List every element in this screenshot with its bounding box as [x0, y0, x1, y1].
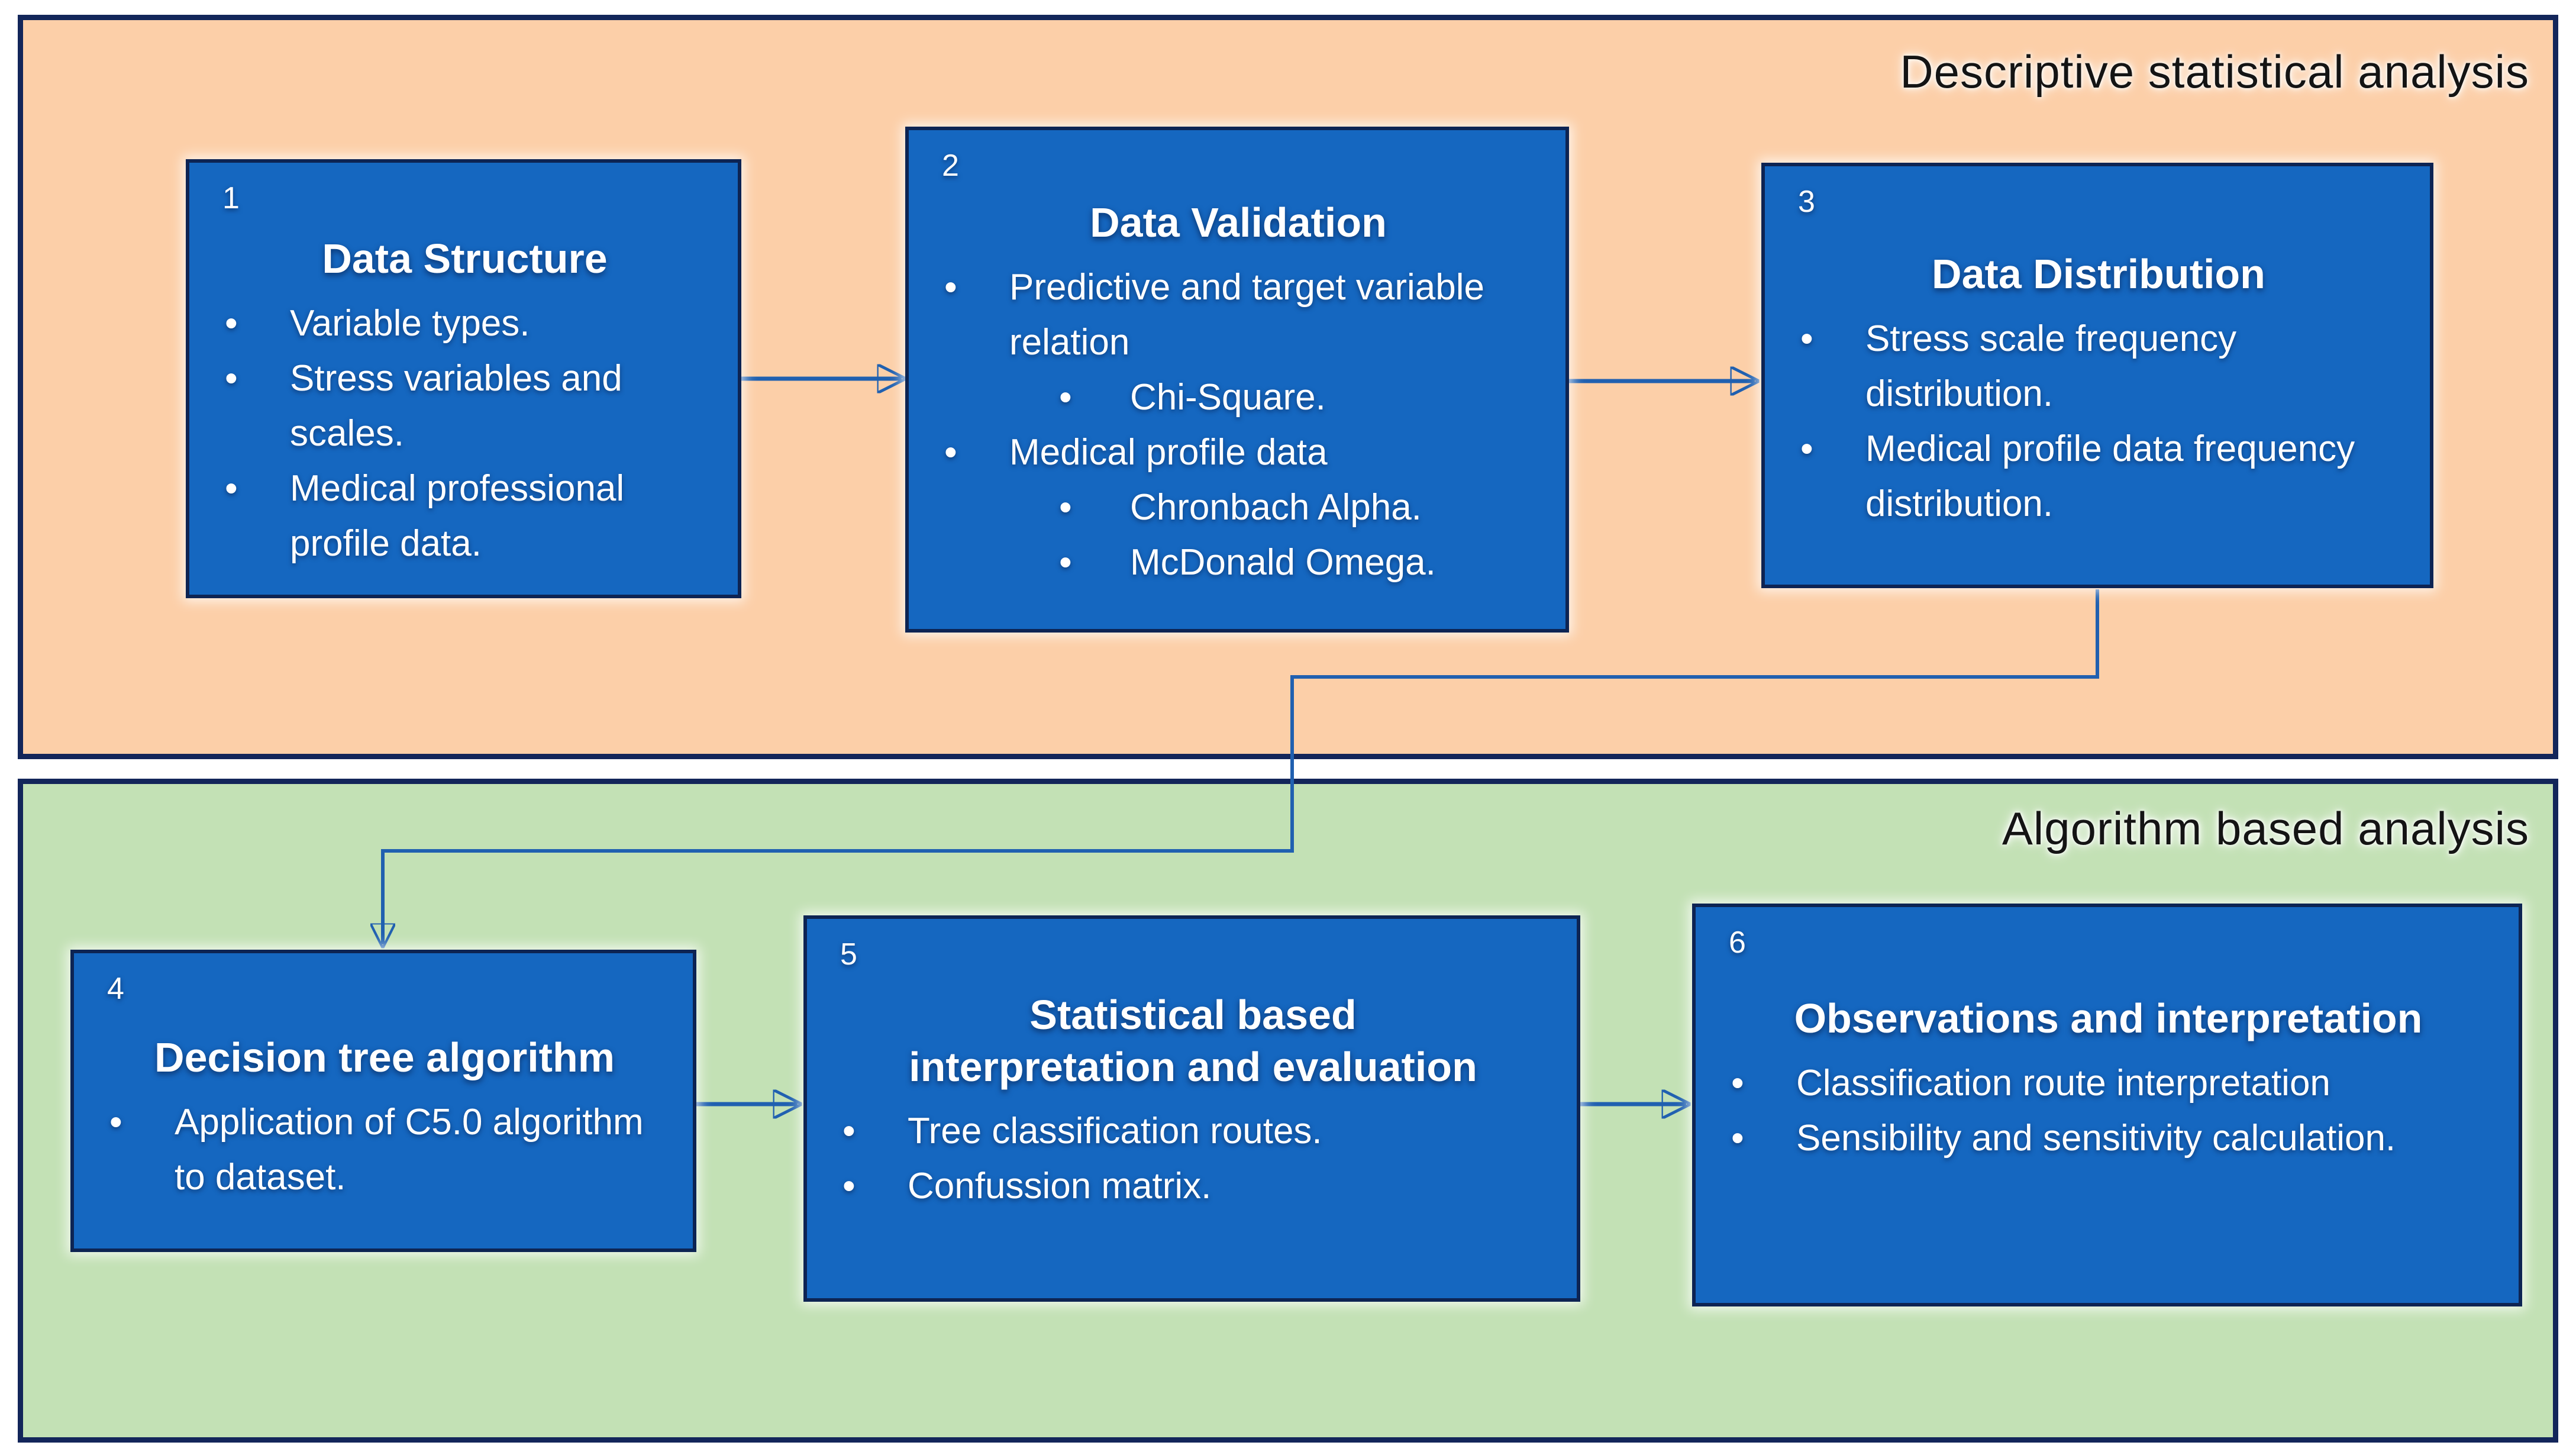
step-title: Statistical based interpretation and eval…: [833, 989, 1553, 1093]
step-title: Decision tree algorithm: [154, 1034, 615, 1081]
step-box-statistical-interpretation: 5 Statistical based interpretation and ev…: [803, 915, 1580, 1302]
bullet-item: Variable types.: [215, 296, 714, 351]
bullet-item: Sensibility and sensitivity calculation.: [1722, 1111, 2495, 1166]
bullet-item: Medical profile data frequency distribut…: [1791, 421, 2406, 531]
step-number: 2: [942, 149, 959, 183]
step-bullet-list: Tree classification routes. Confussion m…: [833, 1104, 1553, 1214]
step-number: 6: [1729, 925, 1746, 960]
step-number: 5: [840, 937, 857, 972]
step-bullet-list: Classification route interpretation Sens…: [1722, 1056, 2495, 1166]
step-bullet-list: Stress scale frequency distribution. Med…: [1791, 311, 2406, 531]
step-title-line-1: Statistical based: [1029, 992, 1357, 1038]
section-title-descriptive: Descriptive statistical analysis: [1900, 46, 2529, 98]
arrow-step3-to-step4-icon: [383, 589, 2099, 944]
step-box-data-structure: 1 Data Structure Variable types. Stress …: [186, 159, 741, 598]
bullet-item: Confussion matrix.: [833, 1159, 1553, 1214]
step-title: Data Structure: [322, 235, 608, 282]
bullet-item: Predictive and target variable relation: [935, 260, 1542, 370]
sub-bullet-item: McDonald Omega.: [1041, 535, 1542, 590]
step-title: Data Validation: [1090, 199, 1387, 246]
section-title-algorithm: Algorithm based analysis: [2002, 802, 2529, 854]
bullet-item: Classification route interpretation: [1722, 1056, 2495, 1111]
step-title-line-2: interpretation and evaluation: [909, 1043, 1477, 1090]
bullet-item: Medical profile data: [935, 425, 1542, 480]
bullet-item: Application of C5.0 algorithm to dataset…: [100, 1095, 669, 1205]
sub-bullet-item: Chi-Square.: [1041, 370, 1542, 425]
step-title: Data Distribution: [1932, 251, 2265, 298]
step-bullet-list: Predictive and target variable relation …: [935, 260, 1542, 590]
bullet-item: Stress scale frequency distribution.: [1791, 311, 2406, 421]
step-number: 4: [107, 972, 124, 1006]
step-box-data-distribution: 3 Data Distribution Stress scale frequen…: [1761, 163, 2433, 588]
step-box-decision-tree-algorithm: 4 Decision tree algorithm Application of…: [70, 950, 696, 1252]
bullet-item: Tree classification routes.: [833, 1104, 1553, 1159]
step-bullet-list: Application of C5.0 algorithm to dataset…: [100, 1095, 669, 1205]
step-title: Observations and interpretation: [1794, 995, 2423, 1042]
step-bullet-list: Variable types. Stress variables and sca…: [215, 296, 714, 571]
step-box-observations-interpretation: 6 Observations and interpretation Classi…: [1692, 904, 2522, 1306]
bullet-item: Medical professional profile data.: [215, 461, 714, 571]
sub-bullet-item: Chronbach Alpha.: [1041, 480, 1542, 535]
step-number: 1: [222, 181, 240, 215]
bullet-item: Stress variables and scales.: [215, 351, 714, 461]
step-box-data-validation: 2 Data Validation Predictive and target …: [905, 127, 1569, 633]
step-number: 3: [1798, 185, 1815, 219]
